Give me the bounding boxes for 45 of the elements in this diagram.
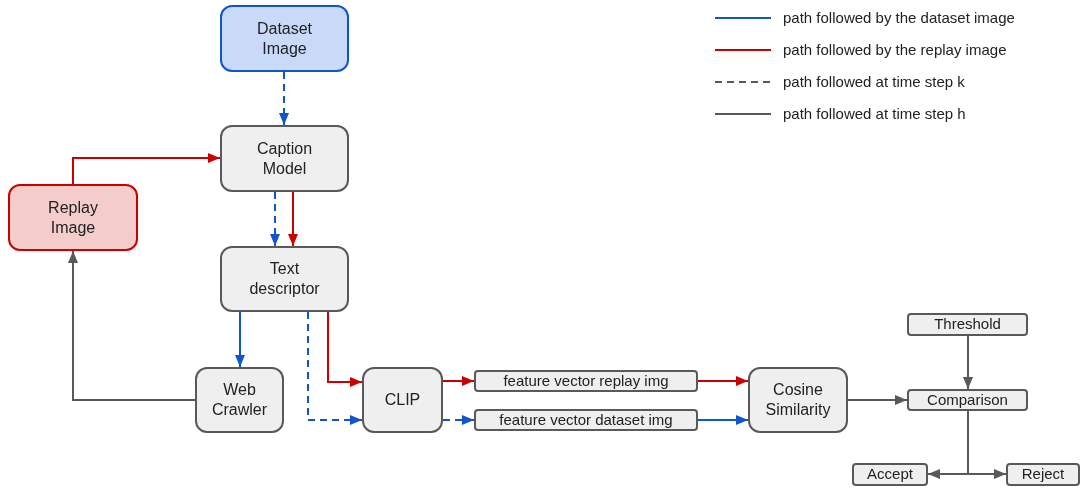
- node-label: Dataset Image: [255, 18, 314, 59]
- arrow: [963, 335, 973, 390]
- node-label: Accept: [867, 465, 913, 484]
- arrow: [235, 311, 245, 368]
- node-label: CLIP: [384, 390, 421, 410]
- legend-label: path followed by the dataset image: [783, 10, 1015, 25]
- process-box: [220, 5, 349, 72]
- node-label: Comparison: [927, 390, 1008, 410]
- process-box: [1006, 463, 1080, 486]
- arrow: [327, 311, 363, 387]
- arrow: [697, 415, 749, 425]
- arrow: [442, 376, 475, 386]
- process-box: [748, 367, 848, 433]
- process-box: [220, 125, 349, 192]
- arrow: [279, 71, 289, 126]
- arrow: [307, 311, 363, 425]
- node-label: Reject: [1021, 465, 1065, 484]
- node-label: Caption Model: [255, 138, 314, 179]
- node-label: Text descriptor: [248, 259, 321, 299]
- legend-label: path followed at time step k: [783, 74, 965, 89]
- arrow: [697, 376, 749, 386]
- arrow: [68, 250, 196, 401]
- process-box: [362, 367, 443, 433]
- process-box: [852, 463, 928, 486]
- node-label: feature vector replay img: [503, 371, 669, 391]
- arrow: [967, 410, 1007, 479]
- process-box: [907, 313, 1028, 336]
- node-label: Threshold: [934, 315, 1001, 334]
- node-label: Replay Image: [47, 197, 99, 238]
- process-box: [474, 370, 698, 392]
- legend-label: path followed at time step h: [783, 106, 966, 121]
- node-label: Web Crawler: [210, 380, 269, 420]
- process-box: [195, 367, 284, 433]
- arrow: [72, 153, 221, 185]
- process-box: [8, 184, 138, 251]
- process-box: [474, 409, 698, 431]
- node-label: Cosine Similarity: [764, 380, 832, 420]
- arrow: [442, 415, 475, 425]
- arrow: [847, 395, 908, 405]
- arrow: [270, 191, 280, 247]
- legend-label: path followed by the replay image: [783, 42, 1007, 57]
- process-box: [907, 389, 1028, 411]
- arrow: [288, 191, 298, 247]
- process-box: [220, 246, 349, 312]
- node-label: feature vector dataset img: [499, 410, 673, 430]
